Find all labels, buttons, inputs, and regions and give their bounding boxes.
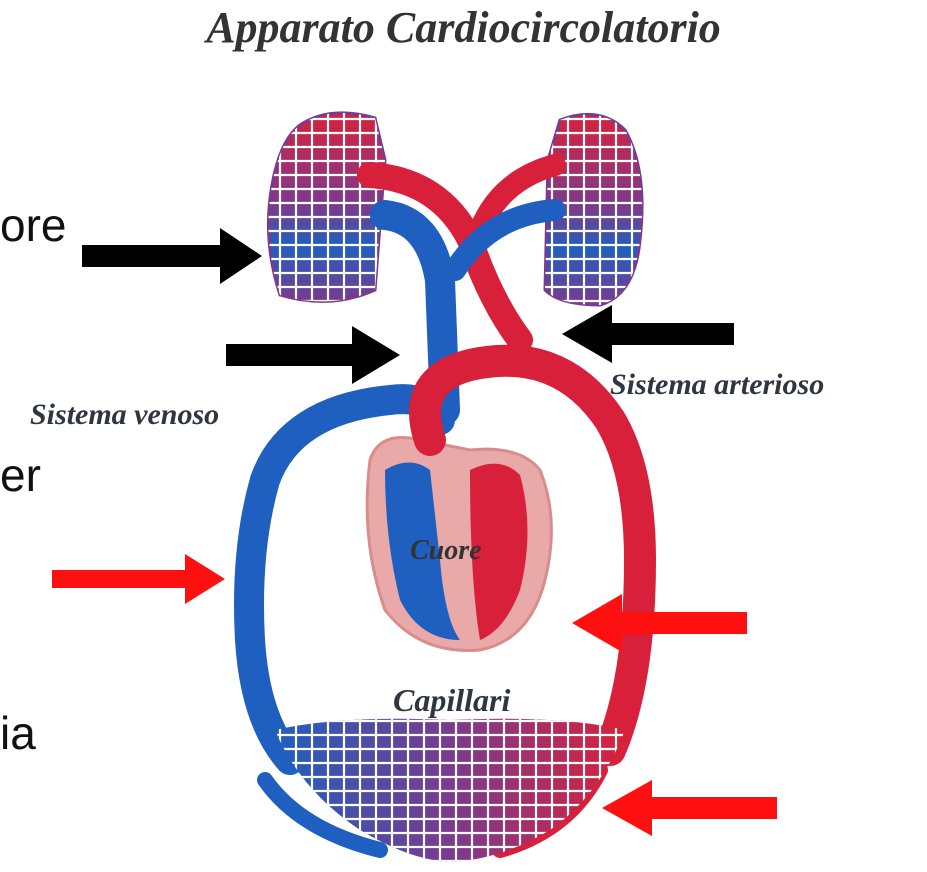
arrow-red-right-lower (602, 780, 777, 836)
capillary-bed (275, 719, 625, 862)
label-venous-system: Sistema venoso (30, 398, 219, 432)
arrow-black-upper-left (82, 228, 262, 284)
arrow-red-right-middle (572, 594, 747, 652)
label-arterial-system: Sistema arterioso (610, 368, 824, 402)
left-lung (268, 113, 385, 302)
arrow-red-left (52, 554, 225, 604)
label-capillaries: Capillari (393, 682, 510, 719)
arrow-black-middle-left (226, 326, 400, 384)
label-heart: Cuore (410, 535, 482, 567)
arrow-black-right (562, 305, 734, 363)
